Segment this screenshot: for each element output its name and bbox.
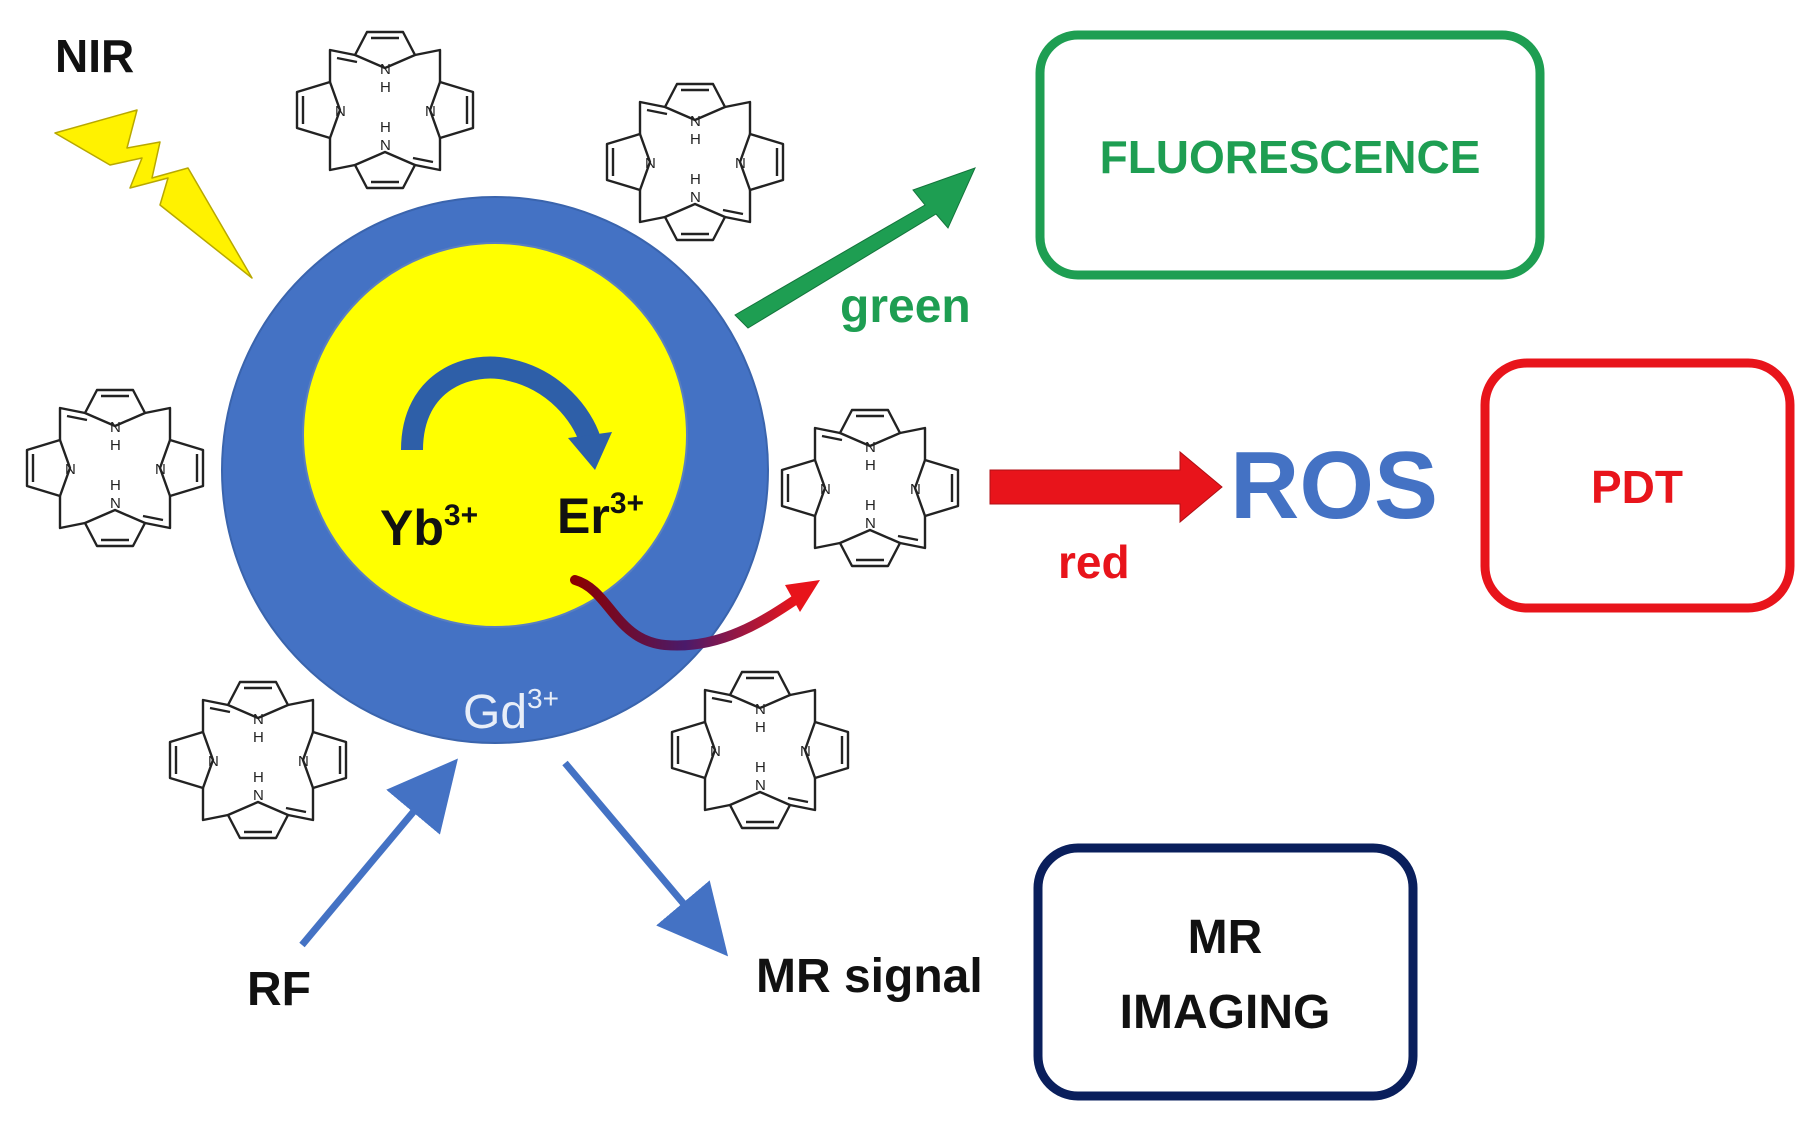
svg-text:N: N: [110, 495, 121, 512]
svg-text:N: N: [425, 103, 436, 120]
svg-text:H: H: [755, 759, 766, 776]
svg-text:N: N: [253, 787, 264, 804]
svg-text:N: N: [155, 461, 166, 478]
svg-text:N: N: [865, 515, 876, 532]
svg-text:H: H: [865, 457, 876, 474]
red-energy-transfer-arrowhead: [785, 580, 820, 612]
nir-label: NIR: [55, 30, 134, 82]
svg-text:N: N: [910, 481, 921, 498]
svg-text:H: H: [110, 437, 121, 454]
red-emission-arrow: [989, 450, 1223, 524]
yb-label: Yb3+: [380, 499, 478, 556]
svg-text:N: N: [865, 439, 876, 456]
er-label: Er3+: [557, 487, 644, 544]
svg-text:H: H: [690, 171, 701, 188]
svg-text:N: N: [298, 753, 309, 770]
green-label: green: [840, 280, 971, 333]
green-emission-arrow: [734, 167, 976, 329]
svg-text:N: N: [65, 461, 76, 478]
svg-text:N: N: [645, 155, 656, 172]
ros-label: ROS: [1230, 432, 1438, 539]
mr-imaging-label-line1: MR: [1188, 911, 1263, 964]
nir-lightning-icon: [54, 109, 253, 279]
svg-text:N: N: [690, 189, 701, 206]
svg-text:H: H: [690, 131, 701, 148]
svg-text:N: N: [110, 419, 121, 436]
svg-text:H: H: [110, 477, 121, 494]
energy-transfer-arrowhead: [568, 432, 612, 470]
svg-text:H: H: [253, 769, 264, 786]
svg-text:N: N: [735, 155, 746, 172]
svg-text:N: N: [208, 753, 219, 770]
svg-text:N: N: [335, 103, 346, 120]
svg-text:H: H: [380, 119, 391, 136]
svg-text:H: H: [755, 719, 766, 736]
svg-text:N: N: [690, 113, 701, 130]
svg-text:N: N: [755, 701, 766, 718]
mr-imaging-box: [1033, 843, 1418, 1101]
svg-text:H: H: [865, 497, 876, 514]
pdt-label: PDT: [1591, 461, 1683, 513]
porphyrin-top-middle: N H H N N N: [605, 82, 785, 242]
svg-text:H: H: [253, 729, 264, 746]
fluorescence-label: FLUORESCENCE: [1100, 131, 1481, 183]
red-energy-transfer-arrow: [570, 575, 800, 651]
svg-text:N: N: [253, 711, 264, 728]
fluorescence-box: [1035, 30, 1545, 280]
rf-label: RF: [247, 963, 311, 1016]
svg-text:N: N: [710, 743, 721, 760]
upconversion-core: [302, 242, 688, 628]
gd-label: Gd3+: [463, 683, 559, 739]
porphyrin-bottom-left: N H H N N N: [168, 680, 348, 840]
porphyrin-right: N H H N N N: [780, 408, 960, 568]
svg-text:N: N: [380, 61, 391, 78]
mr-signal-arrow: [562, 760, 729, 957]
porphyrin-top-left: N H H N N N: [295, 30, 475, 190]
svg-text:N: N: [380, 137, 391, 154]
mr-signal-label: MR signal: [756, 950, 983, 1003]
red-label: red: [1058, 536, 1130, 588]
energy-transfer-arrow: [401, 356, 601, 451]
pdt-box: [1480, 358, 1795, 613]
porphyrin-bottom-right: N H H N N N: [670, 670, 850, 830]
rf-arrow: [299, 758, 458, 948]
porphyrin-left: N H H N N N: [25, 388, 205, 548]
mr-imaging-label-line2: IMAGING: [1120, 986, 1331, 1039]
svg-text:N: N: [755, 777, 766, 794]
svg-text:N: N: [800, 743, 811, 760]
svg-text:N: N: [820, 481, 831, 498]
svg-text:H: H: [380, 79, 391, 96]
